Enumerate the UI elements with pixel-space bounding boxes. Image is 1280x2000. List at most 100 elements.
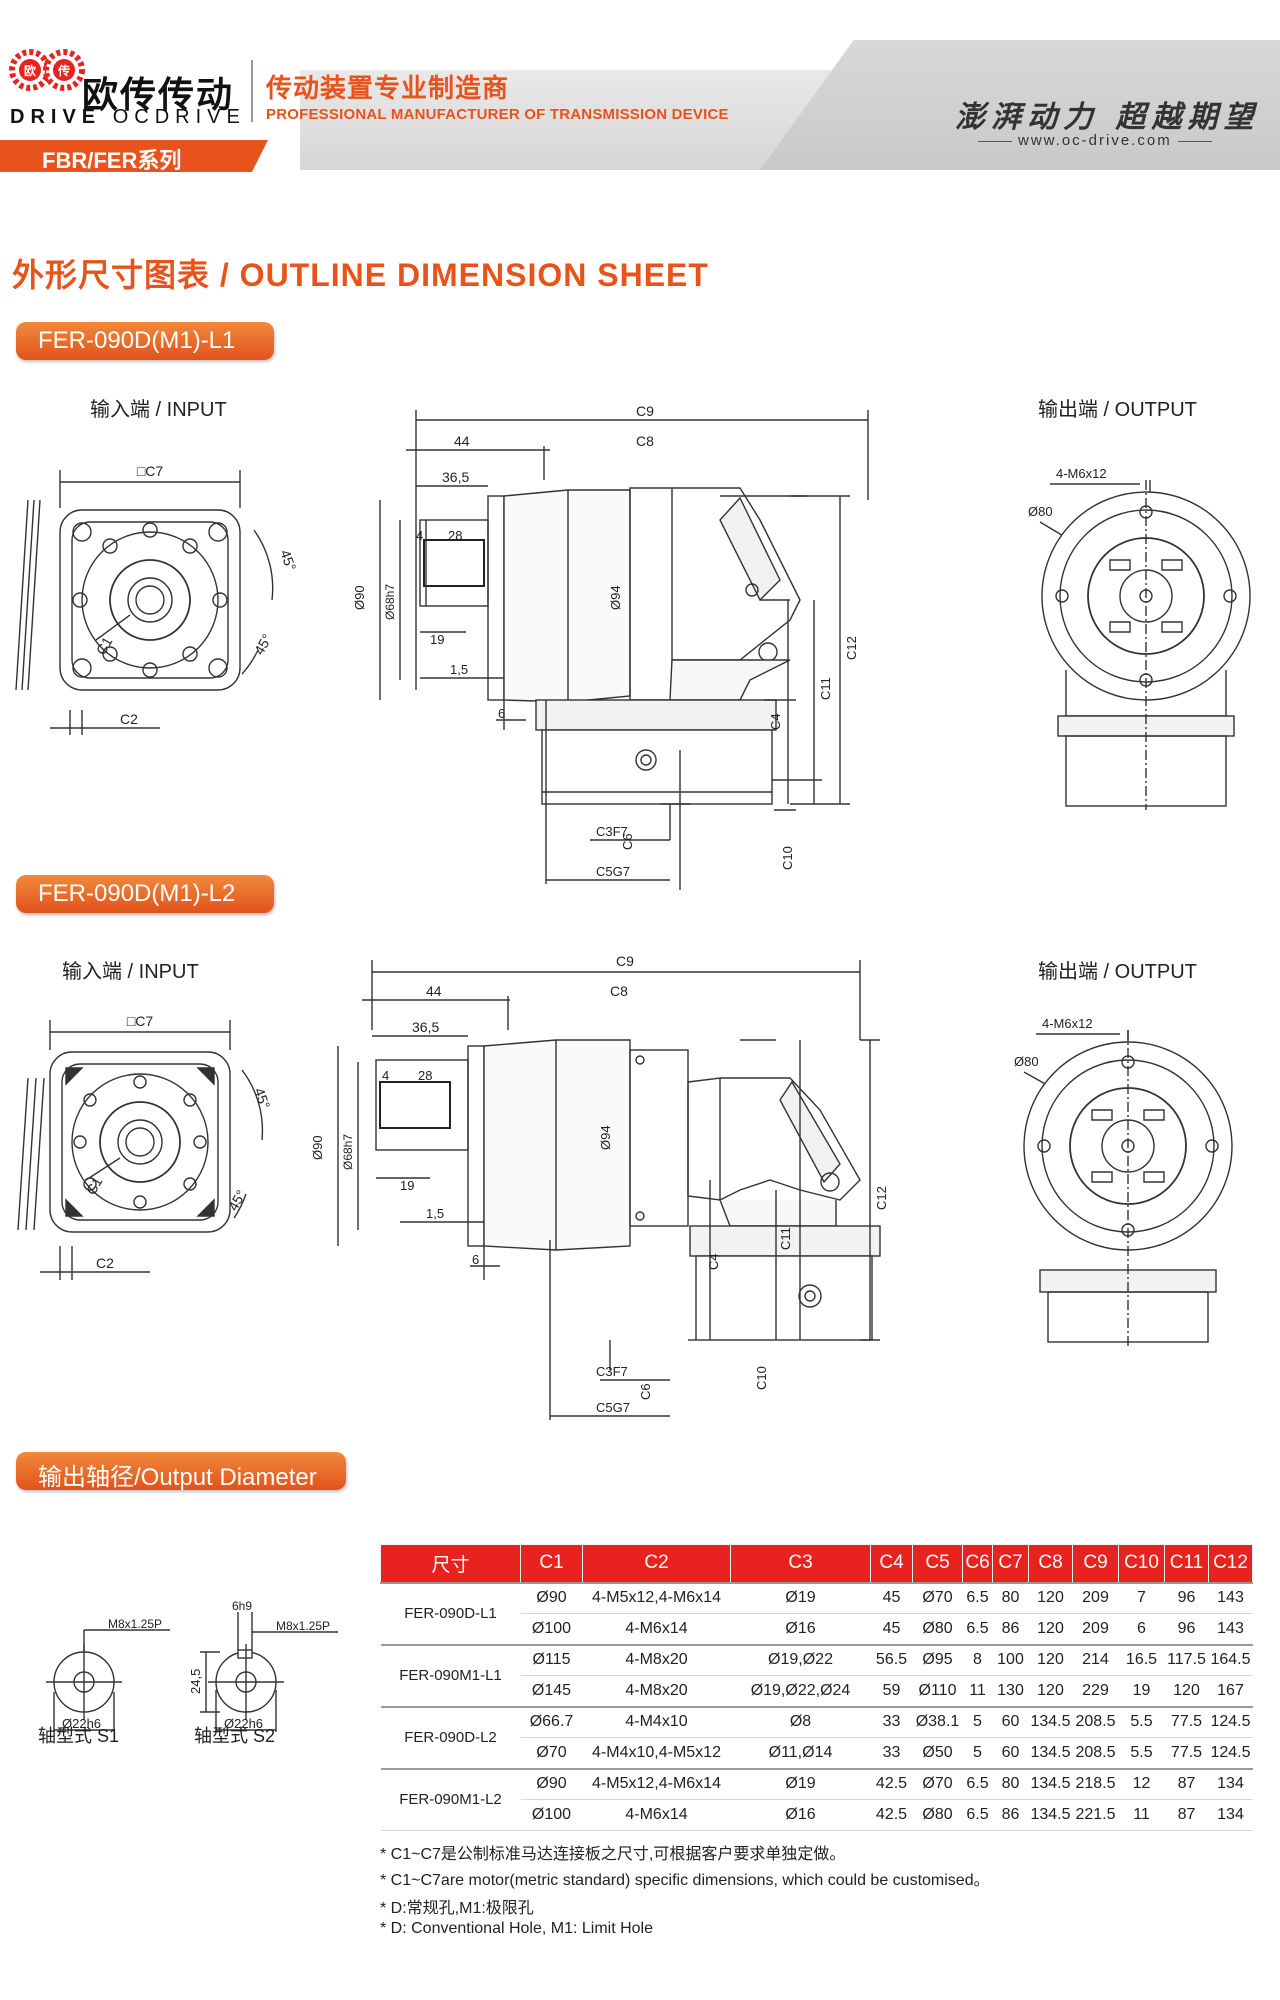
table-cell: 134.5 — [1028, 1737, 1073, 1769]
table-cell: 120 — [1164, 1675, 1209, 1707]
dim-28-l2: 28 — [418, 1068, 432, 1083]
side-view-drawing-l1: C9 C8 44 36,5 4 28 19 1,5 Ø90 Ø68h7 6 Ø9… — [352, 403, 869, 890]
table-cell: 208.5 — [1072, 1737, 1119, 1769]
input-face-drawing-l1: □C7 45° 45° C1 C2 — [15, 463, 299, 735]
dim-c3-l2: C3F7 — [596, 1364, 628, 1379]
table-cell: 134.5 — [1028, 1705, 1073, 1738]
dim-phi80-l1: Ø80 — [1028, 504, 1053, 519]
dim-6-l1: 6 — [498, 706, 505, 721]
table-cell: 120 — [1028, 1613, 1073, 1645]
table-cell: 33 — [870, 1705, 913, 1738]
table-header-cell: C8 — [1028, 1544, 1073, 1583]
dim-c6-l2: C6 — [638, 1383, 653, 1400]
slogan: 澎湃动力 超越期望 — [955, 100, 1260, 135]
output-view-label-l1: 输出端 / OUTPUT — [1038, 399, 1197, 421]
dim-phi94-l1: Ø94 — [608, 585, 623, 610]
tagline-en: PROFESSIONAL MANUFACTURER OF TRANSMISSIO… — [266, 106, 729, 123]
table-header-cell: C1 — [520, 1544, 583, 1583]
table-cell: 134.5 — [1028, 1799, 1073, 1831]
table-cell: 7 — [1118, 1581, 1165, 1614]
shaft-s1-thread: M8x1.25P — [108, 1617, 162, 1631]
table-cell: 11 — [1118, 1799, 1165, 1831]
dim-c8-l2: C8 — [610, 983, 628, 999]
dim-15-l2: 1,5 — [426, 1206, 444, 1221]
series-tab: FBR/FER系列 — [0, 140, 268, 172]
table-header-cell: C4 — [870, 1544, 913, 1583]
brand-name-cn: 欧传传动 — [82, 74, 235, 115]
shaft-s1-drawing: M8x1.25P Ø22h6 — [46, 1617, 170, 1732]
dim-c4-l2: C4 — [706, 1253, 721, 1270]
logo-mark-right: 传 — [57, 63, 70, 78]
output-view-label-l2: 输出端 / OUTPUT — [1038, 961, 1197, 983]
model-title-l1: FER-090D(M1)-L1 — [16, 322, 274, 360]
brand-en-bold: DRIVE — [10, 106, 102, 128]
table-cell: 167 — [1208, 1675, 1253, 1707]
table-cell: Ø80 — [912, 1613, 963, 1645]
table-cell: 5 — [962, 1705, 993, 1738]
table-cell: 96 — [1164, 1613, 1209, 1645]
dim-c6-l1: C6 — [620, 833, 635, 850]
website-link[interactable]: www.oc-drive.com — [972, 132, 1218, 149]
dim-c9-l1: C9 — [636, 403, 654, 419]
shaft-s2-drawing: 6h9 M8x1.25P 24,5 Ø22h6 — [188, 1599, 338, 1732]
shaft-s2-dia: Ø22h6 — [224, 1716, 263, 1731]
table-cell: 4-M4x10 — [582, 1705, 731, 1738]
table-cell: Ø70 — [912, 1767, 963, 1800]
table-cell: Ø11,Ø14 — [730, 1737, 871, 1769]
table-cell: 229 — [1072, 1675, 1119, 1707]
table-cell: 45 — [870, 1581, 913, 1614]
page-header: 欧 传 欧传传动 DRIVE OCDRIVE 传动装置专业制造商 PROFESS… — [0, 0, 1280, 172]
table-cell: 6.5 — [962, 1799, 993, 1831]
table-model-cell: FER-090M1-L1 — [380, 1643, 521, 1707]
dim-19-l2: 19 — [400, 1178, 414, 1193]
table-cell: 80 — [992, 1581, 1029, 1614]
dim-4-l1: 4 — [416, 528, 423, 543]
table-model-cell: FER-090D-L1 — [380, 1581, 521, 1645]
dim-28-l1: 28 — [448, 528, 462, 543]
table-cell: 124.5 — [1208, 1705, 1253, 1738]
note-4: * D: Conventional Hole, M1: Limit Hole — [380, 1920, 654, 1937]
table-cell: 143 — [1208, 1613, 1253, 1645]
table-cell: Ø19 — [730, 1581, 871, 1614]
table-cell: 56.5 — [870, 1643, 913, 1676]
table-cell: 33 — [870, 1737, 913, 1769]
table-cell: 86 — [992, 1613, 1029, 1645]
table-cell: 8 — [962, 1643, 993, 1676]
logo-mark-left: 欧 — [24, 63, 36, 78]
dim-6-l2: 6 — [472, 1252, 479, 1267]
table-header-cell: C3 — [730, 1544, 871, 1583]
table-header-cell: C11 — [1164, 1544, 1209, 1583]
table-cell: 5 — [962, 1737, 993, 1769]
table-cell: 221.5 — [1072, 1799, 1119, 1831]
table-header-cell: C5 — [912, 1544, 963, 1583]
table-cell: 16.5 — [1118, 1643, 1165, 1676]
table-cell: 96 — [1164, 1581, 1209, 1614]
table-cell: 208.5 — [1072, 1705, 1119, 1738]
table-header-cell: C7 — [992, 1544, 1029, 1583]
dim-44-l1: 44 — [454, 433, 470, 449]
table-cell: 6.5 — [962, 1767, 993, 1800]
shaft-s2-label: 轴型式 S2 — [194, 1726, 276, 1746]
table-cell: 130 — [992, 1675, 1029, 1707]
dim-c5-l1: C5G7 — [596, 864, 630, 879]
table-cell: 60 — [992, 1737, 1029, 1769]
table-cell: Ø90 — [520, 1581, 583, 1614]
dim-c11-l2: C11 — [778, 1227, 793, 1250]
table-cell: 6.5 — [962, 1581, 993, 1614]
note-2: * C1~C7are motor(metric standard) specif… — [380, 1872, 990, 1889]
table-header-cell: 尺寸 — [380, 1544, 521, 1583]
output-view-drawing-l1: 4-M6x12 Ø80 — [1028, 466, 1251, 810]
dim-45b-l1: 45° — [251, 631, 275, 657]
table-cell: Ø19,Ø22,Ø24 — [730, 1675, 871, 1707]
table-cell: 5.5 — [1118, 1705, 1165, 1738]
company-logo: 欧 传 — [9, 49, 85, 91]
dim-m6-l1: 4-M6x12 — [1056, 466, 1107, 481]
shaft-s2-thread: M8x1.25P — [276, 1619, 330, 1633]
dim-c10-l1: C10 — [780, 846, 795, 870]
dim-c7-l2: □C7 — [127, 1013, 154, 1029]
input-face-drawing-l2: □C7 45° 45° C1 C2 — [17, 1013, 273, 1280]
